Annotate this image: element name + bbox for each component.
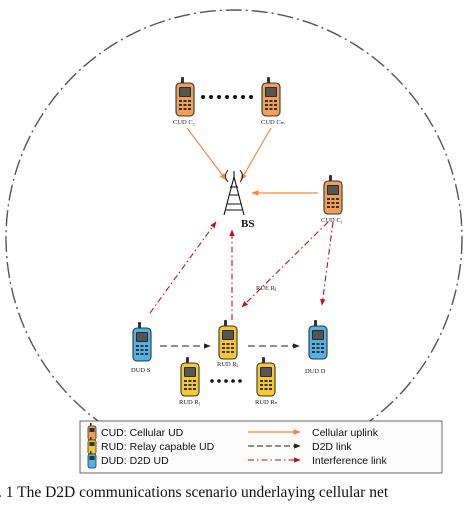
- cud-c2-label: CUD C₂: [173, 119, 195, 126]
- legend-d2d-text: D2D link: [312, 441, 352, 453]
- dud-d-phone-icon: [308, 319, 328, 360]
- legend-cud-text: CUD: Cellular UD: [101, 427, 184, 439]
- legend: CUD: Cellular UD RUD: Relay capable UD D…: [79, 420, 443, 474]
- cud-c1-phone-icon: [323, 174, 343, 215]
- cud-cm-phone-icon: [261, 76, 281, 117]
- rud-r1-phone-icon: [180, 356, 200, 397]
- rud-rj-label: RUD Rⱼ: [217, 361, 238, 368]
- uplink-cud-m: [240, 127, 272, 181]
- rud-rn-phone-icon: [256, 356, 276, 397]
- uplink-cud-2: [186, 127, 227, 181]
- legend-dud-text: DUD: D2D UD: [101, 455, 169, 467]
- legend-interference-text: Interference link: [312, 455, 387, 467]
- interference-cud-1-to-dud-d: [320, 221, 334, 306]
- figure-caption: re. 1 The D2D communications scenario un…: [0, 484, 389, 501]
- dud-d-label: DUD D: [305, 368, 326, 375]
- legend-uplink-text: Cellular uplink: [312, 427, 379, 439]
- more-cuds-ellipsis: [201, 95, 253, 99]
- more-ruds-ellipsis: [210, 379, 242, 383]
- legend-rud-text: RUD: Relay capable UD: [101, 441, 215, 453]
- rue-label: RUE Rⱼ: [256, 285, 276, 292]
- cell-boundary: [5, 9, 463, 467]
- cud-c1-label: CUD C₁: [321, 217, 343, 224]
- cud-cm-label: CUD Cₘ: [261, 119, 285, 126]
- rud-r1-label: RUD R₁: [179, 399, 201, 406]
- dud-s-label: DUD S: [131, 367, 151, 374]
- dud-s-phone-icon: [132, 321, 152, 362]
- rud-rj-phone-icon: [218, 319, 238, 360]
- base-station-tower-icon: [223, 169, 245, 216]
- bs-label: BS: [241, 218, 254, 230]
- interference-cud-1-to-rud: [241, 221, 329, 308]
- cud-c2-phone-icon: [175, 76, 195, 117]
- interference-dud-s-to-bs: [149, 221, 217, 314]
- rud-rn-label: RUD Rₙ: [255, 399, 278, 406]
